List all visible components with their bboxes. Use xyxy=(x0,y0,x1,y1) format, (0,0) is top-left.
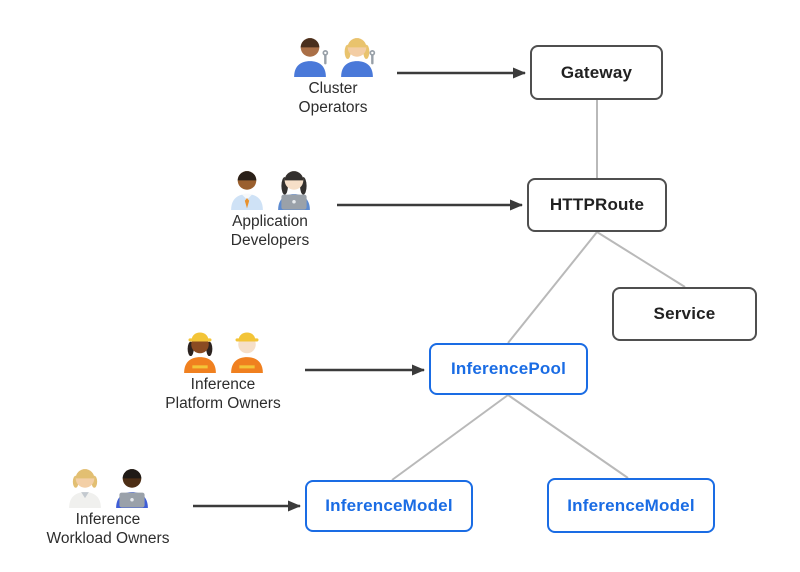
inference-workload-owners-label-line2: Workload Owners xyxy=(46,530,170,547)
httproute-label: HTTPRoute xyxy=(549,195,645,214)
inference-workload-owners-label-line1: Inference xyxy=(75,511,141,528)
man-construction-worker-emoji xyxy=(230,332,263,373)
application-developers-label-line2: Developers xyxy=(230,232,310,249)
woman-mechanic-emoji xyxy=(340,38,375,77)
gateway-node: Gateway xyxy=(530,45,663,100)
edge-httproute-service xyxy=(596,231,686,288)
woman-construction-worker-emoji xyxy=(183,332,216,373)
persona-inference-workload-owners: Inference Workload Owners xyxy=(28,462,188,548)
edge-inferencepool-inferencemodel-left xyxy=(391,394,509,481)
service-label: Service xyxy=(653,304,716,323)
edge-inferencepool-inferencemodel-right xyxy=(507,394,629,479)
application-developers-icons xyxy=(195,164,345,210)
inferencemodel-left-label: InferenceModel xyxy=(325,496,453,515)
inference-workload-owners-icons xyxy=(28,462,188,508)
inferencemodel-left-node: InferenceModel xyxy=(305,480,473,532)
cluster-operators-label-line1: Cluster xyxy=(308,80,358,97)
cluster-operators-label-line2: Operators xyxy=(298,99,368,116)
httproute-node: HTTPRoute xyxy=(527,178,667,232)
edge-httproute-inferencepool xyxy=(507,231,598,344)
inference-platform-owners-label-line2: Platform Owners xyxy=(165,395,281,412)
application-developers-label-line1: Application xyxy=(232,213,308,230)
inference-platform-owners-label-line1: Inference xyxy=(190,376,256,393)
health-worker-emoji xyxy=(68,469,101,508)
gateway-label: Gateway xyxy=(560,62,633,82)
man-office-worker-emoji xyxy=(230,171,263,210)
inferencemodel-right-node: InferenceModel xyxy=(547,478,715,533)
woman-technologist-emoji xyxy=(277,171,310,210)
man-technologist-emoji xyxy=(115,469,148,508)
man-mechanic-emoji xyxy=(293,38,328,77)
cluster-operators-icons xyxy=(258,31,408,77)
inferencemodel-right-label: InferenceModel xyxy=(567,495,695,515)
persona-cluster-operators: Cluster Operators xyxy=(258,31,408,117)
inferencepool-label: InferencePool xyxy=(450,359,567,378)
inferencepool-node: InferencePool xyxy=(429,343,588,395)
persona-application-developers: Application Developers xyxy=(195,164,345,250)
service-node: Service xyxy=(612,287,757,341)
persona-inference-platform-owners: Inference Platform Owners xyxy=(143,327,303,413)
inference-platform-owners-icons xyxy=(143,327,303,373)
